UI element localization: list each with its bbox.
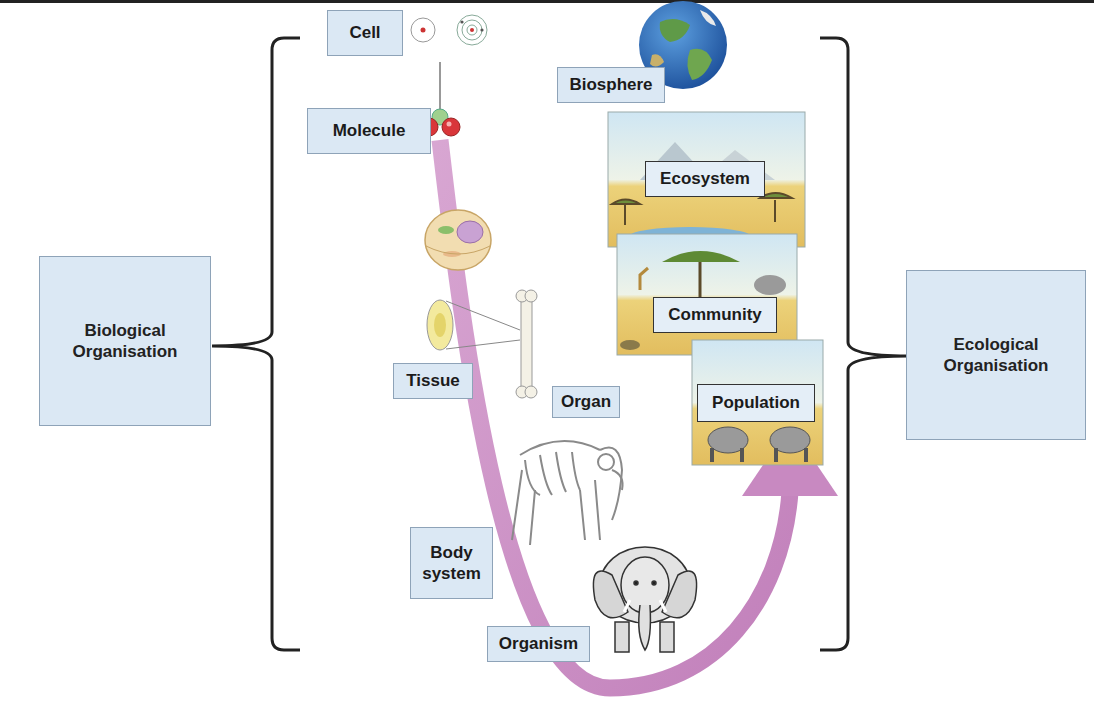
- community-picture-part: [617, 234, 797, 355]
- right-bracket: [820, 38, 907, 650]
- atom-icons-part: [467, 25, 477, 35]
- community-picture-part: [699, 262, 702, 300]
- globe-icon-part: [687, 49, 712, 80]
- node-label: Body system: [416, 542, 487, 585]
- level-label: Tissue: [393, 363, 473, 399]
- tissue-icon-part: [434, 313, 446, 337]
- bone-icon-part: [525, 386, 537, 398]
- atom-icons-part: [421, 28, 426, 33]
- population-picture-part: [692, 340, 823, 465]
- node-label: Molecule: [333, 120, 406, 141]
- node-label: Organism: [499, 633, 578, 654]
- population-picture-part: [712, 448, 806, 462]
- bone-icon: [516, 290, 537, 398]
- elephant-icon-part: [624, 600, 666, 612]
- atom-icons-part: [462, 20, 482, 40]
- ecosystem-picture-part: [760, 193, 792, 222]
- category-box: Ecological Organisation: [906, 270, 1086, 440]
- tissue-icon-part: [427, 300, 453, 350]
- level-label: Community: [653, 297, 777, 333]
- atom-icons-part: [480, 28, 483, 31]
- elephant-icon: [593, 547, 696, 652]
- node-label: Population: [712, 392, 800, 413]
- skeleton-icon: [512, 441, 623, 545]
- atom-icons-part: [457, 15, 487, 45]
- level-label: Biosphere: [557, 67, 665, 103]
- atom-icons-part: [460, 20, 463, 23]
- tissue-icon-part: [446, 340, 520, 349]
- level-label: Organ: [552, 386, 620, 418]
- elephant-icon-part: [660, 622, 674, 652]
- ecosystem-picture-part: [612, 200, 640, 226]
- skeleton-icon-part: [612, 470, 623, 490]
- community-picture: [617, 234, 797, 355]
- globe-icon-part: [650, 54, 664, 66]
- community-picture-part: [662, 251, 740, 262]
- elephant-icon-part: [621, 557, 669, 613]
- tissue-icon: [427, 300, 520, 350]
- cell-icon-part: [426, 246, 490, 254]
- skeleton-icon-part: [525, 452, 580, 495]
- cell-icon-part: [438, 226, 454, 234]
- ecosystem-picture-part: [608, 112, 805, 247]
- community-picture-part: [620, 340, 640, 350]
- population-picture: [692, 340, 823, 465]
- bone-icon-part: [521, 298, 532, 390]
- node-label: Organ: [561, 391, 611, 412]
- molecule-icon-part: [447, 122, 452, 127]
- level-label: Body system: [410, 527, 493, 599]
- node-label: Tissue: [406, 370, 460, 391]
- community-picture-part: [754, 275, 786, 295]
- globe-icon-part: [700, 10, 716, 26]
- level-label: Molecule: [307, 108, 431, 154]
- cell-icon-part: [425, 210, 491, 270]
- skeleton-icon-part: [520, 441, 600, 455]
- skeleton-icon-part: [600, 448, 622, 521]
- bone-icon-part: [525, 290, 537, 302]
- cell-icon: [425, 210, 491, 270]
- molecule-icon-part: [442, 118, 460, 136]
- node-label: Ecosystem: [660, 168, 750, 189]
- elephant-icon-part: [652, 581, 656, 585]
- cell-icon-part: [457, 221, 483, 243]
- elephant-icon-part: [634, 581, 638, 585]
- node-label: Ecological Organisation: [912, 334, 1080, 377]
- level-label: Cell: [327, 10, 403, 56]
- elephant-icon-part: [615, 622, 629, 652]
- atom-icons: [411, 15, 487, 45]
- top-rule: [0, 0, 1094, 3]
- level-label: Population: [697, 384, 815, 422]
- node-label: Biological Organisation: [45, 320, 205, 363]
- skeleton-icon-part: [598, 454, 614, 470]
- level-label: Organism: [487, 626, 590, 662]
- globe-icon-part: [660, 19, 690, 42]
- molecule-stick: [439, 62, 441, 112]
- level-label: Ecosystem: [645, 161, 765, 197]
- node-label: Biosphere: [569, 74, 652, 95]
- skeleton-icon-part: [512, 470, 600, 545]
- elephant-icon-part: [639, 605, 651, 650]
- ecosystem-picture: [608, 112, 805, 247]
- node-label: Cell: [349, 22, 380, 43]
- tissue-icon-part: [446, 301, 520, 330]
- community-picture-part: [640, 268, 648, 290]
- atom-icons-part: [411, 18, 435, 42]
- atom-icons-part: [470, 28, 474, 32]
- left-bracket: [212, 38, 300, 650]
- category-box: Biological Organisation: [39, 256, 211, 426]
- node-label: Community: [668, 304, 762, 325]
